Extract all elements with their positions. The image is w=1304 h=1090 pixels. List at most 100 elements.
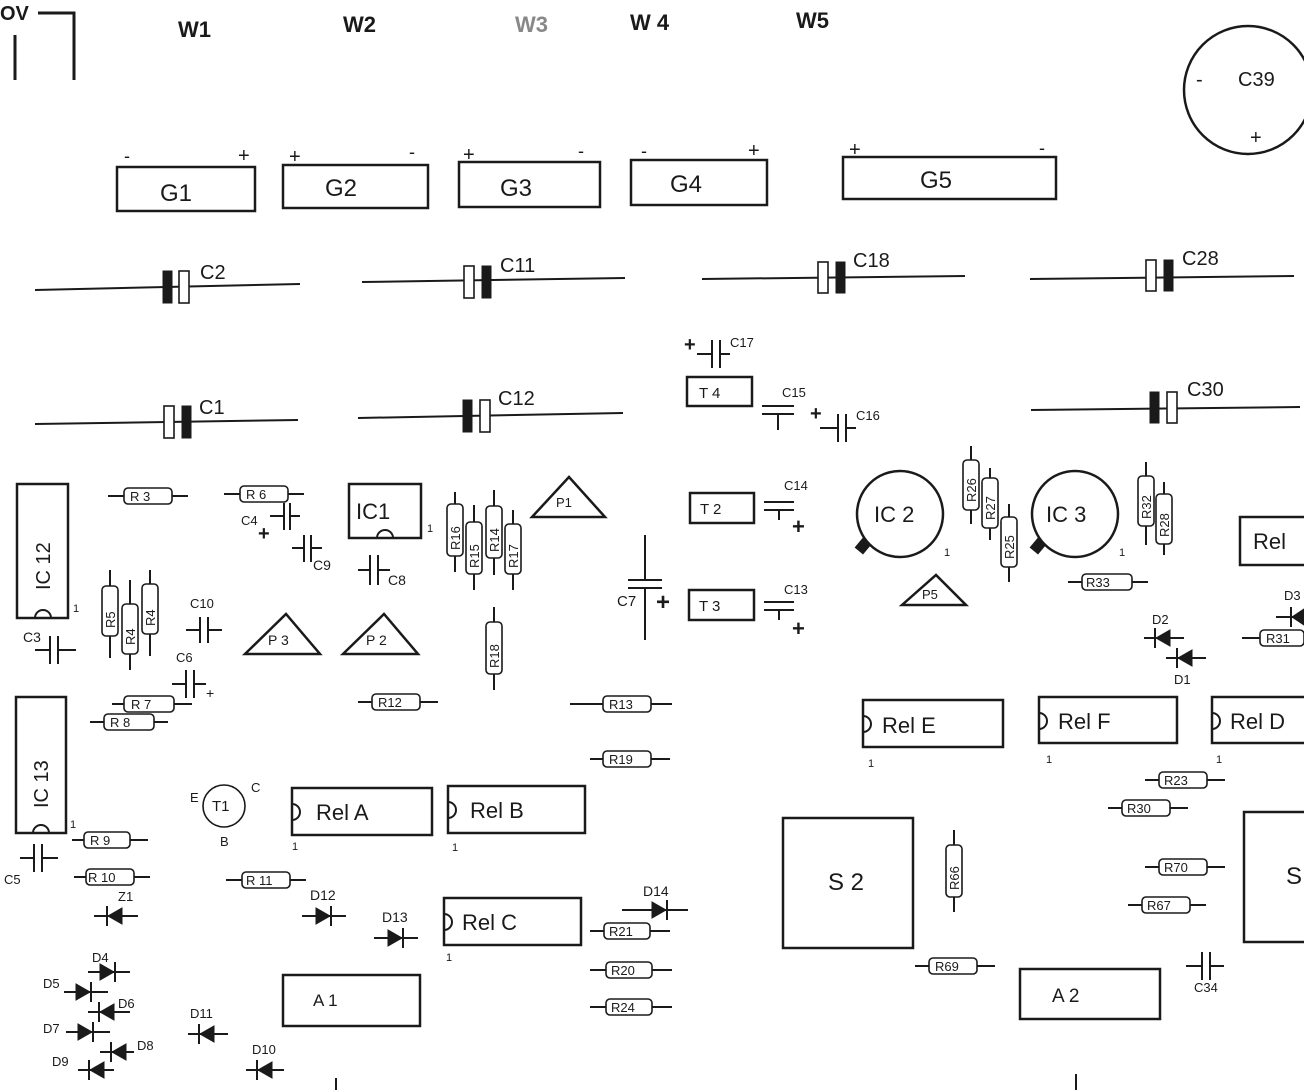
- connector-g4-label: G4: [670, 171, 702, 198]
- resistor-r27-label: R27: [983, 496, 998, 520]
- diode-d12: D12: [302, 887, 346, 926]
- transistor-t1: T1 E C B: [190, 780, 260, 849]
- resistor-r26-label: R26: [964, 478, 979, 502]
- polarity-minus: -: [409, 142, 415, 162]
- diode-d6: D6: [88, 996, 135, 1022]
- capacitor-c8: C8: [358, 555, 406, 588]
- resistor-r7: R 7: [112, 695, 192, 713]
- polarity-plus: +: [656, 589, 670, 616]
- capacitor-c5-label: C5: [4, 872, 21, 887]
- capacitor-c18-label: C18: [853, 250, 890, 272]
- resistor-r33: R33: [1068, 573, 1148, 591]
- potentiometer-p1-label: P1: [556, 495, 572, 510]
- resistor-r14-label: R14: [487, 528, 502, 552]
- resistor-r3-label: R 3: [130, 489, 150, 504]
- pin1-marker: 1: [292, 841, 298, 853]
- transistor-t2-label: T 2: [700, 501, 721, 518]
- ground-label: OV: [0, 3, 30, 25]
- resistor-r3: R 3: [108, 487, 188, 505]
- transistor-t3-label: T 3: [699, 598, 720, 615]
- relay-e-label: Rel E: [882, 713, 936, 738]
- resistor-r19-label: R19: [609, 752, 633, 767]
- relay-e: Rel E 1: [861, 698, 1005, 770]
- resistor-r4a-label: R4: [123, 628, 138, 645]
- capacitor-c10-label: C10: [190, 596, 214, 611]
- connector-g1-label: G1: [160, 180, 192, 207]
- resistor-r4b: R4: [141, 570, 159, 656]
- capacitor-c1: C1: [34, 397, 299, 439]
- relay-b-label: Rel B: [470, 798, 524, 823]
- resistor-r24-label: R24: [611, 1000, 635, 1015]
- resistor-r27: R27: [981, 468, 999, 540]
- pin1-marker: 1: [452, 842, 458, 854]
- resistor-r15-label: R15: [467, 544, 482, 568]
- polarity-plus: +: [238, 145, 250, 167]
- diode-d3-label: D3: [1284, 588, 1301, 603]
- diode-d3: D3: [1276, 588, 1304, 627]
- resistor-r28-label: R28: [1157, 513, 1172, 537]
- capacitor-c28: C28: [1029, 248, 1295, 292]
- transistor-t1-emitter: E: [190, 790, 199, 805]
- diode-d2-label: D2: [1152, 612, 1169, 627]
- diode-d11: D11: [188, 1006, 228, 1044]
- capacitor-c13: C13 +: [764, 582, 808, 641]
- potentiometer-p2-label: P 2: [366, 632, 387, 648]
- resistor-r21-label: R21: [609, 924, 633, 939]
- diode-d13-label: D13: [382, 909, 408, 925]
- polarity-plus: +: [792, 616, 805, 641]
- capacitor-c34-label: C34: [1194, 980, 1218, 995]
- resistor-r5-label: R5: [103, 611, 118, 628]
- resistor-r26: R26: [962, 446, 980, 524]
- resistor-r20-label: R20: [611, 963, 635, 978]
- capacitor-c34: C34: [1186, 952, 1224, 995]
- capacitor-c17-label: C17: [730, 335, 754, 350]
- relay-f-label: Rel F: [1058, 709, 1111, 734]
- capacitor-c7-label: C7: [617, 593, 636, 610]
- diode-d8: D8: [100, 1038, 154, 1062]
- polarity-minus: -: [578, 141, 584, 161]
- polarity-plus: +: [792, 514, 805, 539]
- resistor-r10-label: R 10: [88, 870, 115, 885]
- ic-ic13-label: IC 13: [31, 760, 53, 808]
- capacitor-c15-label: C15: [782, 385, 806, 400]
- capacitor-c10: C10: [186, 596, 222, 643]
- module-s2-label: S 2: [828, 869, 864, 896]
- capacitor-c2-label: C2: [200, 262, 226, 284]
- capacitor-c15: C15: [762, 385, 806, 430]
- polarity-minus: -: [1196, 69, 1203, 91]
- capacitor-c1-label: C1: [199, 397, 225, 419]
- resistor-r5: R5: [101, 570, 119, 658]
- resistor-r7-label: R 7: [131, 697, 151, 712]
- resistor-r17-label: R17: [506, 544, 521, 568]
- potentiometer-p5-label: P5: [922, 587, 938, 602]
- ic-ic1-label: IC1: [356, 499, 390, 524]
- transistor-t1-collector: C: [251, 780, 260, 795]
- module-a2-label: A 2: [1052, 986, 1079, 1007]
- capacitor-c16: + C16: [810, 403, 880, 442]
- resistor-r16: R16: [446, 492, 464, 572]
- capacitor-c6-label: C6: [176, 650, 193, 665]
- capacitor-c30: C30: [1030, 379, 1301, 424]
- diode-d7: D7: [43, 1021, 110, 1042]
- capacitor-c5: C5: [4, 844, 58, 887]
- resistor-r11: R 11: [226, 871, 306, 889]
- diode-d12-label: D12: [310, 887, 336, 903]
- diode-d10: D10: [246, 1042, 284, 1080]
- resistor-r23: R23: [1145, 771, 1225, 789]
- module-s-edge-label: S: [1286, 863, 1302, 890]
- diode-d1: D1: [1166, 648, 1206, 687]
- module-s-edge: S: [1242, 810, 1304, 944]
- relay-b: Rel B 1: [446, 784, 587, 854]
- ic-ic1: IC1 1: [347, 482, 433, 540]
- resistor-r15: R15: [465, 505, 483, 590]
- resistor-r32: R32: [1137, 462, 1155, 545]
- resistor-r8-label: R 8: [110, 715, 130, 730]
- capacitor-c2: C2: [34, 262, 301, 304]
- module-a1: A 1: [281, 973, 422, 1028]
- capacitor-c14-label: C14: [784, 478, 808, 493]
- polarity-plus: +: [1250, 127, 1262, 149]
- resistor-r11-label: R 11: [246, 873, 273, 888]
- transistor-t3: T 3: [687, 588, 756, 622]
- diode-d13: D13: [374, 909, 418, 948]
- diode-d10-label: D10: [252, 1042, 276, 1057]
